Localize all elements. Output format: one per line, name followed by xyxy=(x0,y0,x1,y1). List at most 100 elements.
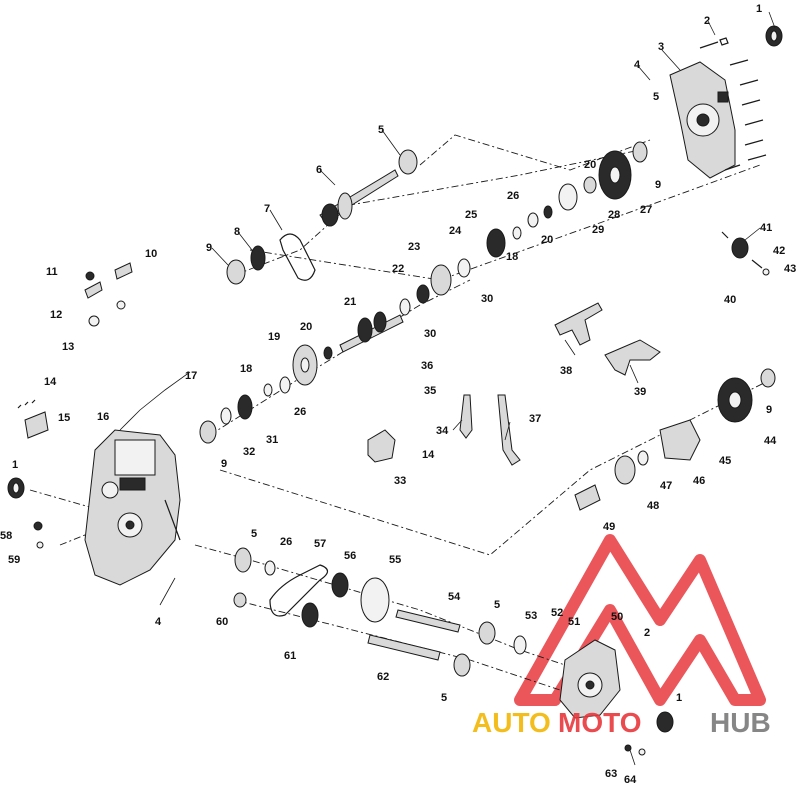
callout-55: 55 xyxy=(389,554,401,566)
bracket-15 xyxy=(24,411,49,439)
gear-44 xyxy=(717,377,753,423)
callout-7: 7 xyxy=(264,203,270,215)
callout-14b: 14 xyxy=(422,449,435,461)
watermark-logo xyxy=(514,534,766,706)
callout-5c: 5 xyxy=(251,528,257,540)
callout-37: 37 xyxy=(529,413,541,425)
bearing-9-right xyxy=(760,368,776,388)
callout-40: 40 xyxy=(724,294,736,306)
callout-14a: 14 xyxy=(44,376,57,388)
gear-31 xyxy=(237,394,253,420)
gear-8 xyxy=(250,245,266,271)
callout-64: 64 xyxy=(624,774,637,785)
callout-9c: 9 xyxy=(766,404,772,416)
side-cover-right xyxy=(669,61,736,179)
side-cover-lower xyxy=(559,639,621,719)
callout-30b: 30 xyxy=(424,328,436,340)
bearing-9-top xyxy=(632,141,648,163)
callout-9b: 9 xyxy=(655,179,661,191)
callout-24: 24 xyxy=(449,225,462,237)
watermark-hub: HUB xyxy=(710,707,771,738)
gear-27 xyxy=(598,150,632,200)
bearing-48 xyxy=(614,455,636,485)
callout-47: 47 xyxy=(660,480,672,492)
callout-10: 10 xyxy=(145,248,157,260)
transmission-housing-16 xyxy=(84,429,181,586)
callout-25: 25 xyxy=(465,209,477,221)
callout-5e: 5 xyxy=(441,692,447,704)
shaft-54 xyxy=(395,609,461,633)
callout-8: 8 xyxy=(234,226,240,238)
callout-61: 61 xyxy=(284,650,296,662)
shaft-6 xyxy=(319,149,418,227)
callout-44: 44 xyxy=(764,435,777,447)
callout-21: 21 xyxy=(344,296,356,308)
callout-60: 60 xyxy=(216,616,228,628)
washer-26-lower xyxy=(264,560,276,576)
callout-29: 29 xyxy=(592,224,604,236)
callout-4a: 4 xyxy=(634,59,641,71)
callout-26c: 26 xyxy=(280,536,292,548)
ring-18-top xyxy=(512,226,522,240)
callout-49: 49 xyxy=(603,521,615,533)
callout-23: 23 xyxy=(408,241,420,253)
callout-31: 31 xyxy=(266,434,278,446)
callout-15: 15 xyxy=(58,412,70,424)
callout-33: 33 xyxy=(394,475,406,487)
bushing-60 xyxy=(233,592,247,608)
watermark-text: AUTO MOTO HUB xyxy=(472,707,771,738)
callout-20c: 20 xyxy=(584,159,596,171)
callout-20b: 20 xyxy=(300,321,312,333)
leader-lines xyxy=(119,11,776,766)
bearing-5-54 xyxy=(478,621,496,645)
callout-18b: 18 xyxy=(240,363,252,375)
callout-1a: 1 xyxy=(756,3,762,15)
chain-57 xyxy=(269,564,329,617)
callout-12: 12 xyxy=(50,309,62,321)
bearing-9-left xyxy=(226,259,246,285)
bolt-63 xyxy=(624,744,632,752)
callout-38: 38 xyxy=(560,365,572,377)
ring-20-top xyxy=(543,205,553,219)
callout-30a: 30 xyxy=(481,293,493,305)
washer-59 xyxy=(36,541,44,549)
callout-5b: 5 xyxy=(653,91,659,103)
callout-56: 56 xyxy=(344,550,356,562)
countershaft-21 xyxy=(339,311,404,353)
ring-53 xyxy=(513,635,527,655)
callout-2a: 2 xyxy=(704,15,710,27)
ring-22 xyxy=(416,284,430,304)
seal-top-right xyxy=(765,25,783,47)
callout-26a: 26 xyxy=(507,190,519,202)
cover-bolts xyxy=(699,37,767,171)
callout-62: 62 xyxy=(377,671,389,683)
callout-28: 28 xyxy=(608,209,620,221)
callout-16: 16 xyxy=(97,411,109,423)
callout-51: 51 xyxy=(568,616,580,628)
callout-9d: 9 xyxy=(221,458,227,470)
callout-36: 36 xyxy=(421,360,433,372)
callout-6: 6 xyxy=(316,164,322,176)
callout-63: 63 xyxy=(605,768,617,780)
callout-35: 35 xyxy=(424,385,436,397)
watermark-auto: AUTO xyxy=(472,707,551,738)
callout-1d: 1 xyxy=(676,692,682,704)
logo-mountain-icon xyxy=(514,534,766,706)
callout-54: 54 xyxy=(448,591,461,603)
callout-43: 43 xyxy=(784,263,796,275)
watermark-moto: MOTO xyxy=(558,707,641,738)
callout-39: 39 xyxy=(634,386,646,398)
callout-20a: 20 xyxy=(541,234,553,246)
callout-52: 52 xyxy=(551,607,563,619)
gear-23 xyxy=(430,264,452,296)
washer-26-top xyxy=(527,212,539,228)
callout-57: 57 xyxy=(314,538,326,550)
bearing-9-mid xyxy=(199,420,217,444)
callout-26b: 26 xyxy=(294,406,306,418)
shift-rod-34 xyxy=(459,394,473,439)
callout-numbers: 1 2 3 4 5 6 7 8 9 10 11 12 13 5 9 20 20 … xyxy=(0,3,796,785)
callout-1b: 1 xyxy=(12,459,18,471)
callout-11: 11 xyxy=(46,266,58,278)
sprocket-29 xyxy=(558,183,578,211)
washer-26-mid xyxy=(279,376,291,394)
